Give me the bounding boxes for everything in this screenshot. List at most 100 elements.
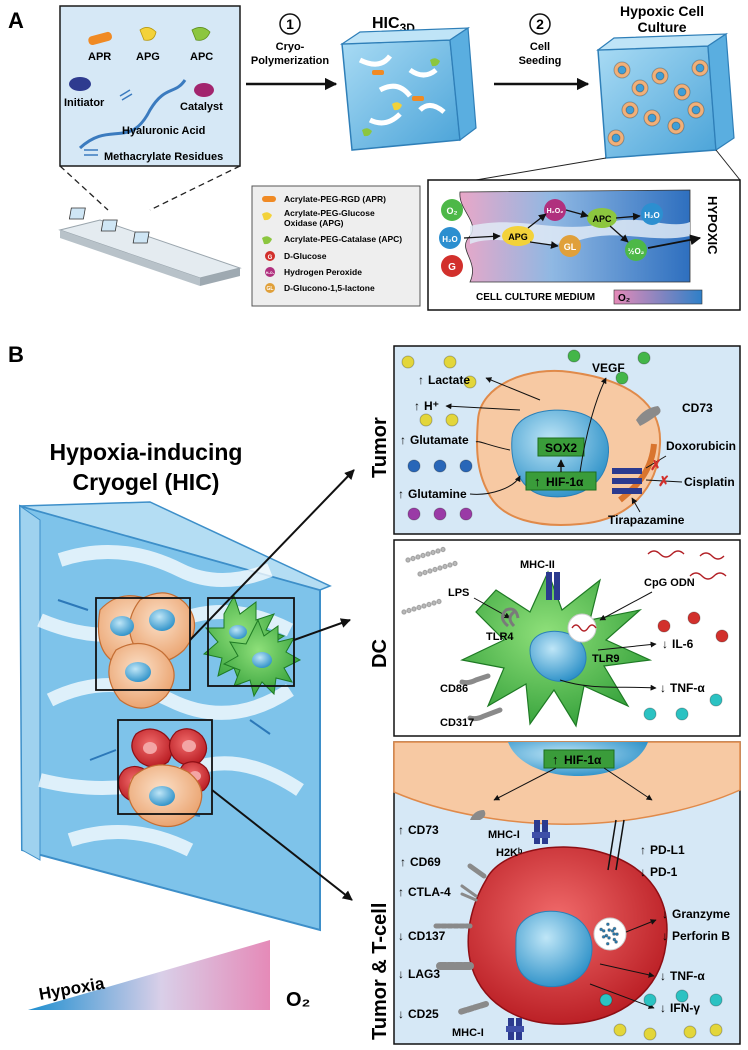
vegf-arrow <box>579 377 607 473</box>
doxorubicin-label: Doxorubicin <box>666 439 736 453</box>
il6-dot <box>715 629 729 643</box>
cd73-tumor-label: CD73 <box>682 401 713 415</box>
lps-bead <box>437 565 443 571</box>
cd137-down-arrow: ↓ <box>398 929 404 943</box>
h2o-right-molecule: H₂O <box>641 203 663 225</box>
lps-bead <box>401 609 407 615</box>
hypoxic-vertical-label: HYPOXIC <box>705 196 720 255</box>
tumor-tcell-cluster <box>117 728 211 828</box>
legend-apg-label: Acrylate-PEG-Glucose <box>284 208 375 218</box>
granule-dot <box>604 933 609 938</box>
tumor-tcell-frame <box>117 719 213 815</box>
doxorubicin-x: ✗ <box>650 457 662 473</box>
hypoxic-culture-cube <box>596 32 735 159</box>
cd137-label: CD137 <box>408 929 446 943</box>
glutamine-label: Glutamine <box>408 487 467 501</box>
tcell-cytokines <box>599 989 723 1041</box>
reaction-arrow-3 <box>529 241 559 249</box>
reaction-arrow-6 <box>609 225 629 243</box>
h2kb-label: H2Kᵇ <box>496 847 523 859</box>
h-arrow <box>445 403 521 411</box>
glutamine-up-arrow: ↑ <box>398 487 404 501</box>
cd317-label: CD317 <box>440 717 474 729</box>
sox2-label: SOX2 <box>545 441 577 455</box>
step-2-number: 2 <box>536 16 544 32</box>
mhc1-top-label: MHC-I <box>488 829 520 841</box>
lps-bead <box>415 554 421 560</box>
cd69-receptor <box>467 863 487 879</box>
hif-label-tumor: HIF-1α <box>546 475 584 489</box>
granule-dot <box>605 922 610 927</box>
mhc1-top-receptor <box>532 820 550 844</box>
granule-dot <box>601 929 606 933</box>
legend-apr-label: Acrylate-PEG-RGD (APR) <box>284 194 386 204</box>
hif-box-tcell <box>543 749 615 769</box>
granule-dot <box>615 932 619 937</box>
o2-gradient-label: O₂ <box>286 989 310 1011</box>
hyaluronic-label: Hyaluronic Acid <box>122 125 205 137</box>
glutamate-dot <box>407 459 421 473</box>
pdl1-label: PD-L1 <box>650 843 685 857</box>
cd73-tcell-label: CD73 <box>408 823 439 837</box>
cd73-tcell-receptor <box>470 810 486 820</box>
hypoxic-title-line2: Culture <box>638 19 687 35</box>
tnf-dc-down-arrow: ↓ <box>660 681 666 695</box>
culture-nucleus <box>677 87 687 97</box>
t-cell-nucleus <box>515 910 593 988</box>
tnf-tcell-label: TNF-α <box>670 969 705 983</box>
reaction-arrow-5 <box>615 212 641 221</box>
hic3d-main: HIC <box>372 15 400 32</box>
dc-cluster-frame <box>207 597 295 687</box>
catalyst-label: Catalyst <box>180 101 223 113</box>
apg-enzyme-label: APG <box>508 232 528 242</box>
ctla4-up-arrow: ↑ <box>398 885 404 899</box>
granule-dot <box>607 935 611 940</box>
lps-bead <box>405 557 411 563</box>
hif-up-arrow-tcell: ↑ <box>552 752 559 767</box>
step-1-number: 1 <box>286 16 294 32</box>
doxorubicin-arrow <box>645 455 667 469</box>
vegf-dot <box>567 349 581 363</box>
dc-nucleus <box>529 630 587 682</box>
culture-nucleus <box>617 65 627 75</box>
lps-bead <box>436 598 442 605</box>
tnf-tcell-dot <box>709 993 723 1007</box>
il6-label: IL-6 <box>672 637 694 651</box>
hic-title-line2: Cryogel (HIC) <box>73 469 220 495</box>
g-label: G <box>448 262 456 273</box>
tnf-dc-arrow <box>559 679 657 691</box>
half-o2-label: ½O₂ <box>628 247 645 256</box>
granule-dot <box>605 941 610 946</box>
vegf-dot <box>615 371 629 385</box>
apg-enzyme: APG <box>502 226 534 246</box>
ctla4-label: CTLA-4 <box>408 885 451 899</box>
slide-device <box>58 207 242 286</box>
o2-scale-bar <box>613 289 703 305</box>
granule-dot <box>601 934 606 939</box>
apc-enzyme: APC <box>587 208 617 228</box>
granzyme-label: Granzyme <box>672 907 730 921</box>
legend-glucose-label: D-Glucose <box>284 251 327 261</box>
tlr4-receptor <box>501 607 520 628</box>
legend-apc: Acrylate-PEG-Catalase (APC) <box>262 234 402 245</box>
arrow-to-tumor <box>189 469 355 641</box>
cd73-tumor-receptor <box>636 406 661 426</box>
panel-b-letter: B <box>8 342 24 367</box>
initiator-label: Initiator <box>64 97 105 109</box>
lactate-arrow <box>485 377 541 401</box>
legend-apg: Acrylate-PEG-Glucose Oxidase (APG) <box>262 208 375 228</box>
glutamate-dot <box>433 459 447 473</box>
hyaluronic-chain <box>78 79 187 150</box>
side-label-tumor: Tumor <box>369 417 391 478</box>
lps-bead <box>440 546 446 553</box>
mhc2-receptor-b <box>554 572 560 600</box>
tnf-tcell-dot <box>643 993 657 1007</box>
cpg-strand-1 <box>647 550 685 558</box>
granule-dot <box>607 928 612 932</box>
culture-nucleus <box>691 105 701 115</box>
legend-gl: GL D-Glucono-1,5-lactone <box>265 283 375 293</box>
granule-dot <box>599 927 604 932</box>
methacrylate-tick-1 <box>119 89 133 101</box>
hic3d-cube <box>339 26 477 151</box>
